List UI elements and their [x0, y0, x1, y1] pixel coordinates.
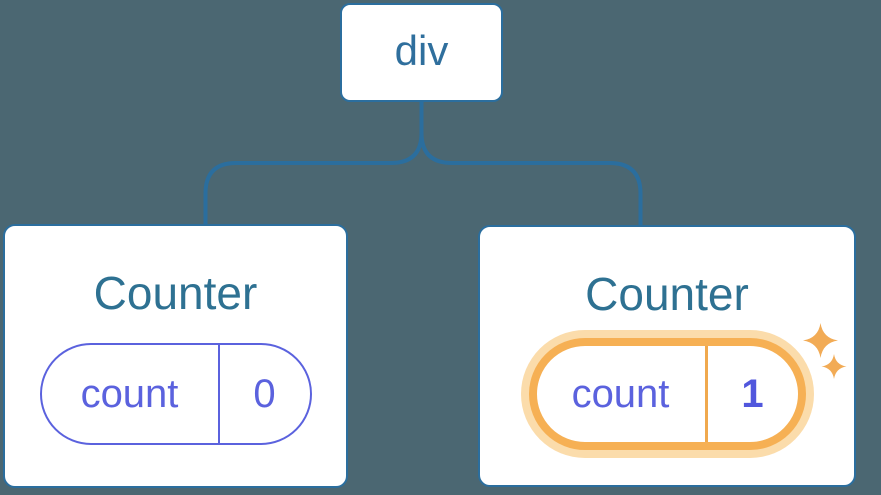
- connector-right-branch: [419, 102, 643, 225]
- root-node-label: div: [394, 26, 449, 74]
- counter-card-right-title: Counter: [585, 268, 749, 320]
- state-pill-left-value: 0: [253, 371, 276, 416]
- counter-card-left-title: Counter: [93, 267, 258, 319]
- state-pill-right-value: 1: [741, 371, 764, 416]
- counter-card-left: Counter count 0: [3, 224, 348, 488]
- sparkle-icon-large: [802, 323, 839, 358]
- connector-left-branch: [203, 102, 424, 224]
- counter-card-right: Counter count 1: [478, 225, 856, 487]
- state-pill-left: count 0: [39, 343, 312, 445]
- root-node: div: [340, 3, 503, 102]
- state-pill-left-key: count: [42, 345, 220, 443]
- state-pill-right-highlighted: count 1: [528, 338, 806, 450]
- sparkle-icon-small: [820, 354, 848, 379]
- state-pill-right-key: count: [537, 346, 708, 442]
